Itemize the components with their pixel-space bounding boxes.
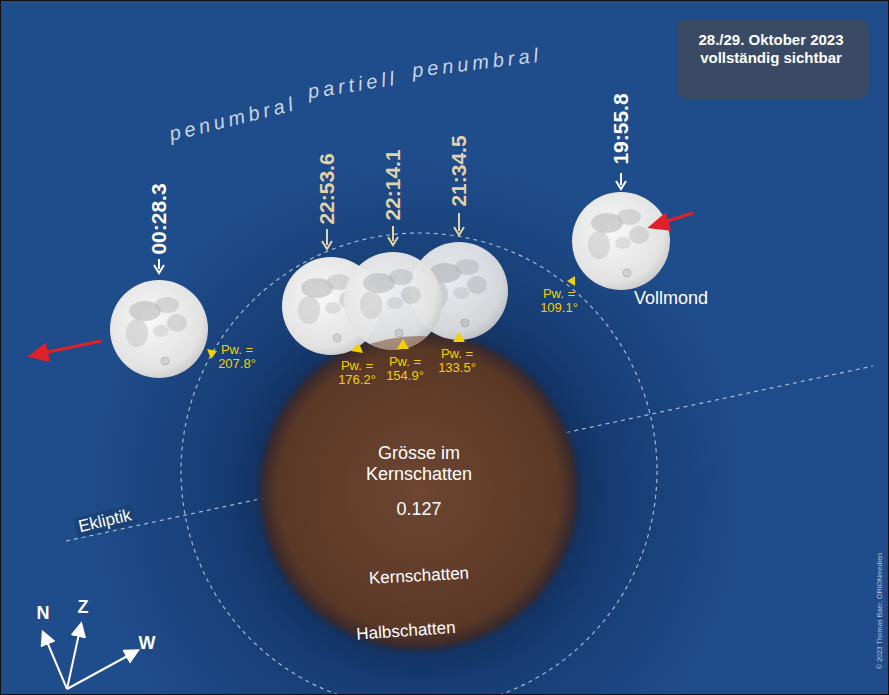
time-label: 00:28.3: [147, 183, 171, 254]
moon-label: Vollmond: [634, 288, 708, 309]
compass-letter: N: [37, 603, 50, 624]
position-angle: Pw. = 109.1°: [534, 287, 584, 314]
time-label: 19:55.8: [609, 93, 633, 164]
time-label: 21:34.5: [447, 135, 471, 206]
magnitude-value: 0.127: [396, 499, 441, 520]
region-label: Kernschatten: [368, 564, 469, 589]
position-angle: Pw. = 133.5°: [432, 347, 482, 374]
region-label: Halbschatten: [356, 618, 456, 644]
position-angle: Pw. = 176.2°: [332, 359, 382, 386]
magnitude-label: Grösse im Kernschatten: [344, 443, 494, 484]
penumbra-circle: Halbschatten Grösse im Kernschatten 0.127K…: [181, 233, 657, 695]
position-angle: Pw. = 207.8°: [212, 343, 262, 370]
position-angle: Pw. = 154.9°: [380, 355, 430, 382]
copyright-note: © 2023 Thomas Baer, ORIONmedien: [876, 553, 884, 669]
info-panel: 28./29. Oktober 2023 vollständig sichtba…: [677, 19, 869, 99]
compass-letter: Z: [78, 597, 89, 618]
time-label: 22:53.6: [315, 153, 339, 224]
visibility-note: 28./29. Oktober 2023 vollständig sichtba…: [679, 31, 863, 67]
compass-letter: W: [139, 633, 156, 654]
time-label: 22:14.1: [381, 149, 405, 220]
